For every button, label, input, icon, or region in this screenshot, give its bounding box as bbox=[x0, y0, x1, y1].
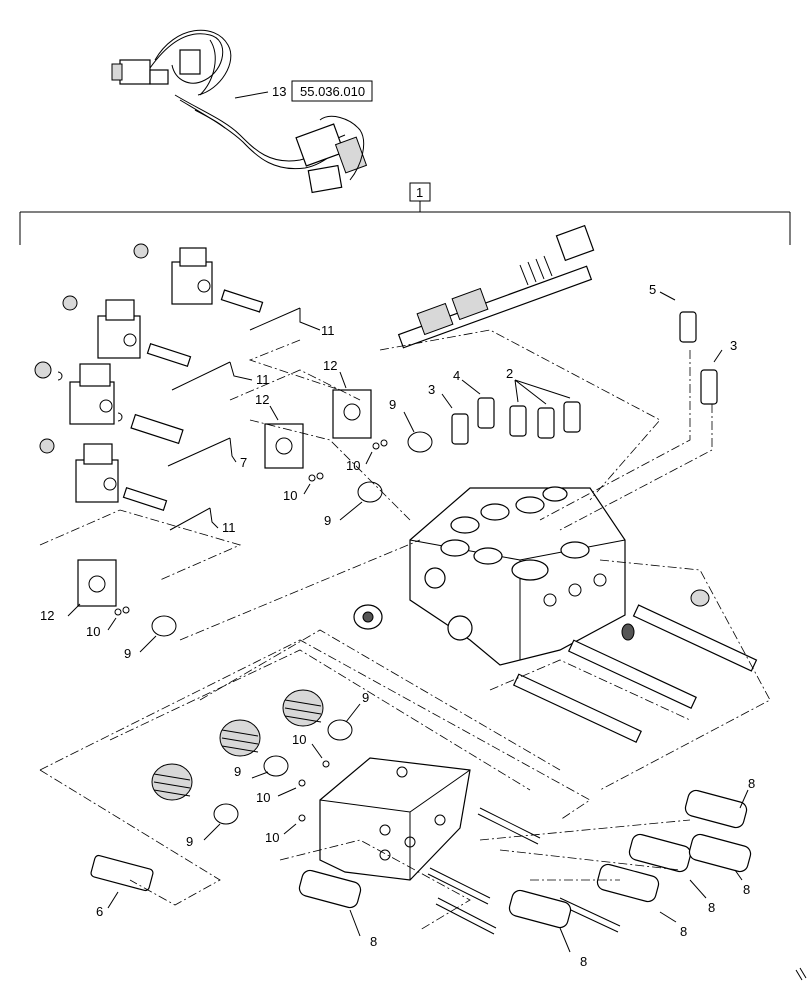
solenoid-coil-4 bbox=[75, 459, 119, 503]
spring-3 bbox=[151, 763, 193, 801]
callout-4: 4 bbox=[453, 368, 460, 383]
spring-1 bbox=[282, 689, 324, 727]
solenoid-valve-5 bbox=[688, 833, 752, 873]
reference-box-label[interactable]: 55.036.010 bbox=[300, 84, 365, 99]
main-spools bbox=[512, 604, 758, 743]
corner-mark bbox=[795, 967, 807, 981]
cartridge-5 bbox=[679, 311, 697, 343]
solenoid-valve-6 bbox=[684, 789, 748, 829]
callout-9a: 9 bbox=[389, 397, 396, 412]
springs bbox=[151, 689, 324, 801]
callout-12c: 12 bbox=[40, 608, 54, 623]
callout-8a: 8 bbox=[748, 776, 755, 791]
callout-10d: 10 bbox=[292, 732, 306, 747]
solenoid-valve-3 bbox=[596, 863, 660, 903]
assembly-box-label[interactable]: 1 bbox=[416, 185, 423, 200]
spool-3 bbox=[512, 673, 642, 743]
solenoid-valve-4 bbox=[628, 833, 692, 873]
callout-13: 13 bbox=[272, 84, 286, 99]
relief-spool bbox=[397, 224, 595, 349]
cover-block-2 bbox=[264, 423, 304, 469]
solenoid-coil-3 bbox=[69, 381, 115, 425]
solenoid-coil-2 bbox=[97, 315, 141, 359]
cover-block-3 bbox=[77, 559, 117, 607]
callout-11a: 11 bbox=[321, 323, 335, 338]
callout-10a: 10 bbox=[346, 458, 360, 473]
cartridge-4 bbox=[477, 397, 495, 429]
callout-9c: 9 bbox=[124, 646, 131, 661]
callout-11c: 11 bbox=[222, 520, 236, 535]
callout-8b: 8 bbox=[743, 882, 750, 897]
cartridge-2a bbox=[509, 405, 527, 437]
spool-1 bbox=[632, 604, 758, 672]
spring-2 bbox=[219, 719, 261, 757]
callout-9e: 9 bbox=[234, 764, 241, 779]
lower-manifold bbox=[319, 757, 471, 881]
solenoid-coil-1 bbox=[171, 261, 213, 305]
callout-8e: 8 bbox=[580, 954, 587, 969]
cartridge-2c bbox=[563, 401, 581, 433]
harness-connector-right bbox=[295, 123, 345, 167]
assembly-guide-lines bbox=[39, 329, 771, 931]
cartridge-3a bbox=[700, 369, 718, 405]
callout-12a: 12 bbox=[323, 358, 337, 373]
wiring-harness bbox=[111, 29, 368, 194]
o-ring-icon bbox=[407, 431, 433, 453]
callout-2: 2 bbox=[506, 366, 513, 381]
assembly-bracket bbox=[19, 201, 791, 245]
pressure-sensor bbox=[90, 854, 154, 892]
plug-right bbox=[690, 589, 710, 607]
callout-10e: 10 bbox=[256, 790, 270, 805]
nut-icon bbox=[133, 243, 149, 259]
callout-9d: 9 bbox=[362, 690, 369, 705]
leader-13 bbox=[234, 91, 269, 99]
callout-8f: 8 bbox=[370, 934, 377, 949]
harness-connector-left bbox=[119, 59, 151, 85]
solenoid-coil-group bbox=[34, 243, 264, 512]
callout-10f: 10 bbox=[265, 830, 279, 845]
valve-body bbox=[409, 486, 626, 666]
callout-7: 7 bbox=[240, 455, 247, 470]
cover-blocks bbox=[77, 389, 372, 607]
solenoid-valve-2 bbox=[508, 889, 572, 929]
reference-box[interactable] bbox=[291, 80, 373, 102]
callout-8d: 8 bbox=[680, 924, 687, 939]
callout-11b: 11 bbox=[256, 372, 270, 387]
callout-12b: 12 bbox=[255, 392, 269, 407]
leader-11a bbox=[249, 307, 321, 331]
callout-6: 6 bbox=[96, 904, 103, 919]
cartridge-2b bbox=[537, 407, 555, 439]
callout-9b: 9 bbox=[324, 513, 331, 528]
callout-3b: 3 bbox=[428, 382, 435, 397]
cartridges bbox=[451, 311, 718, 445]
callout-10c: 10 bbox=[86, 624, 100, 639]
callout-5: 5 bbox=[649, 282, 656, 297]
cover-block-1 bbox=[332, 389, 372, 439]
callout-3a: 3 bbox=[730, 338, 737, 353]
spool-2 bbox=[567, 639, 697, 709]
callout-9f: 9 bbox=[186, 834, 193, 849]
solenoid-valves bbox=[298, 789, 752, 929]
callout-10b: 10 bbox=[283, 488, 297, 503]
callout-8c: 8 bbox=[708, 900, 715, 915]
cartridge-3b bbox=[451, 413, 469, 445]
solenoid-valve-1 bbox=[298, 869, 362, 909]
